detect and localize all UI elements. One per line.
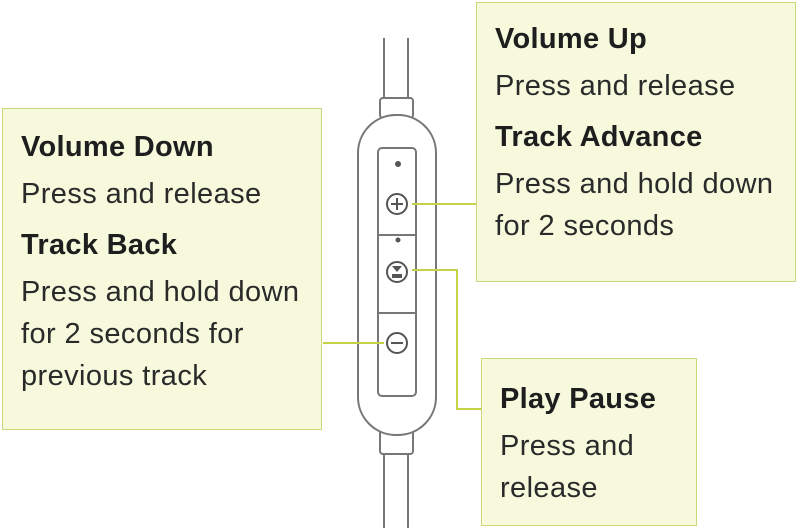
indicator-dot-middle [395,237,401,243]
track-advance-description: Press and hold down for 2 seconds [495,168,774,242]
connector-play-pause [412,269,482,410]
play-pause-title: Play Pause [500,383,657,415]
cable-bottom [379,427,414,528]
volume-down-title: Volume Down [21,131,214,163]
callout-volume-down: Volume Down Press and release Track Back… [2,108,322,430]
volume-down-description: Press and release [21,178,262,210]
plus-icon[interactable] [386,193,408,215]
indicator-dot-top [395,161,401,167]
minus-icon[interactable] [386,332,408,354]
volume-up-description: Press and release [495,70,736,102]
track-back-title: Track Back [21,229,178,261]
callout-volume-up: Volume Up Press and release Track Advanc… [476,2,796,282]
play-pause-icon[interactable] [386,261,408,283]
track-back-description: Press and hold down for 2 seconds for pr… [21,276,300,392]
track-advance-title: Track Advance [495,121,703,153]
cable-top [379,38,414,119]
play-pause-description: Press and release [500,430,635,504]
volume-up-title: Volume Up [495,23,648,55]
callout-play-pause: Play Pause Press and release [481,358,697,526]
